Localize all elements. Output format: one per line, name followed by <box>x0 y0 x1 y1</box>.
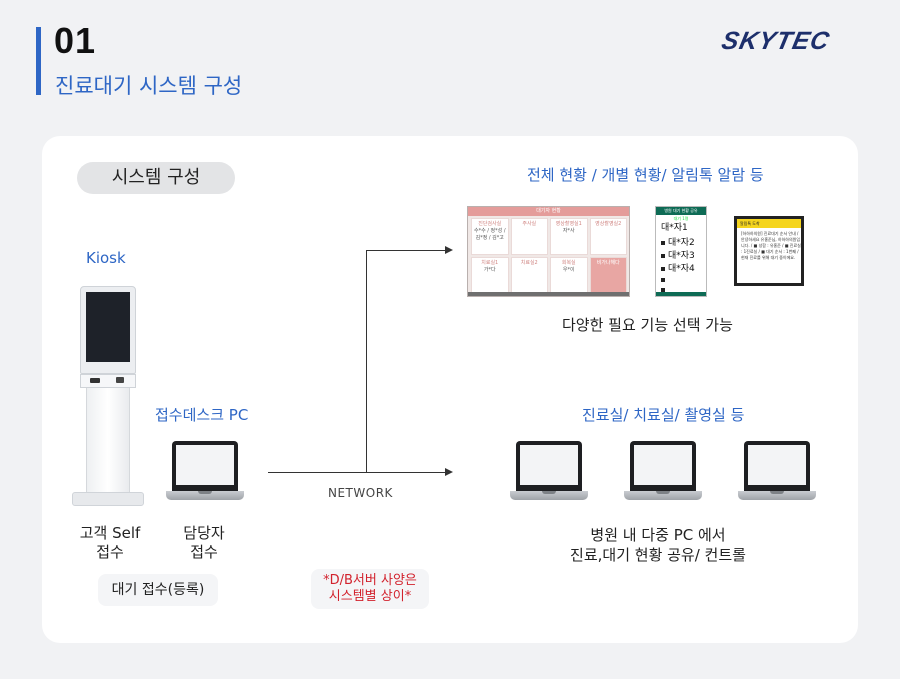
register-box: 대기 접수(등록) <box>98 574 218 606</box>
dashboard-taskbar <box>468 292 629 296</box>
phone-row: 대*자4 <box>661 261 695 274</box>
phone-row-empty <box>661 285 668 295</box>
content-card <box>42 136 858 643</box>
db-note-line1: *D/B서버 사양은 <box>323 573 417 588</box>
multi-pc-caption: 병원 내 다중 PC 에서 진료,대기 현황 공유/ 컨트롤 <box>544 525 772 565</box>
mobile-status-screenshot: 병원 대기 현황 공유 대기 1명 대*자1 대*자2 대*자3 대*자4 <box>655 206 707 297</box>
desk-laptop-icon <box>166 441 244 503</box>
rooms-label: 진료실/ 치료실/ 촬영실 등 <box>582 406 745 424</box>
phone-row: 대*자3 <box>661 248 695 261</box>
kiosk-console <box>80 374 136 388</box>
room-laptop-icon <box>510 441 588 503</box>
multi-pc-caption-line1: 병원 내 다중 PC 에서 <box>590 526 726 544</box>
dashboard-title: 대기자 현황 <box>468 207 629 216</box>
phone-footer <box>656 292 706 296</box>
brand-logo: SKYTEC <box>719 27 833 55</box>
page-title: 진료대기 시스템 구성 <box>55 74 243 98</box>
kiosk-caption-line2: 접수 <box>96 543 124 561</box>
kakao-notice-screenshot: 알림톡 도착 [하하하의원] 진료대기 순서 안내 / 안녕하세요 유홍준님, … <box>734 216 804 286</box>
network-label: NETWORK <box>328 486 393 500</box>
room-laptop-icon <box>624 441 702 503</box>
phone-row-empty <box>661 275 668 285</box>
page-number: 01 <box>54 20 97 61</box>
network-arrow-top <box>445 246 453 254</box>
kiosk-caption: 고객 Self 접수 <box>66 524 154 562</box>
network-arrow-bottom <box>445 468 453 476</box>
dashboard-cell-highlight: 비가나해다 <box>589 257 627 294</box>
room-laptop-icon <box>738 441 816 503</box>
db-note: *D/B서버 사양은 시스템별 상이* <box>311 569 429 609</box>
db-note-line2: 시스템별 상이* <box>328 589 412 604</box>
dashboard-cell: 영상촬영실2 <box>589 218 627 255</box>
kiosk-caption-line1: 고객 Self <box>79 524 141 542</box>
kiosk-base <box>72 492 144 506</box>
notice-body: [하하하의원] 진료대기 순서 안내 / 안녕하세요 유홍준님, 하하하의원입니… <box>741 231 801 260</box>
kiosk-card-slot <box>90 378 100 383</box>
dashboard-cell: 치료실2 <box>510 257 548 294</box>
kiosk-stand <box>86 388 130 494</box>
title-accent-bar <box>36 27 41 95</box>
kiosk-label: Kiosk <box>86 249 126 267</box>
phone-row: 대*자2 <box>661 235 695 248</box>
function-label: 다양한 필요 기능 선택 가능 <box>562 316 733 334</box>
notice-header: 알림톡 도착 <box>737 219 801 228</box>
phone-header: 병원 대기 현황 공유 <box>656 207 706 215</box>
phone-row: 대*자1 <box>661 223 688 233</box>
dashboard-cell: 주사실 <box>510 218 548 255</box>
desk-caption-line1: 담당자 <box>183 524 225 542</box>
desk-caption-line2: 접수 <box>190 543 218 561</box>
phone-tabs: 대기 1명 <box>673 216 689 221</box>
monitoring-label: 전체 현황 / 개별 현황/ 알림톡 알람 등 <box>527 166 764 184</box>
kiosk-screen <box>86 292 130 362</box>
kiosk-icon <box>72 286 144 506</box>
network-line-top <box>366 250 446 251</box>
section-pill: 시스템 구성 <box>77 162 235 194</box>
network-line-main <box>268 472 447 473</box>
multi-pc-caption-line2: 진료,대기 현황 공유/ 컨트롤 <box>570 546 746 564</box>
network-line-vertical <box>366 250 367 473</box>
desk-caption: 담당자 접수 <box>172 524 236 562</box>
desk-label: 접수데스크 PC <box>155 406 249 424</box>
kiosk-scanner <box>116 377 124 383</box>
